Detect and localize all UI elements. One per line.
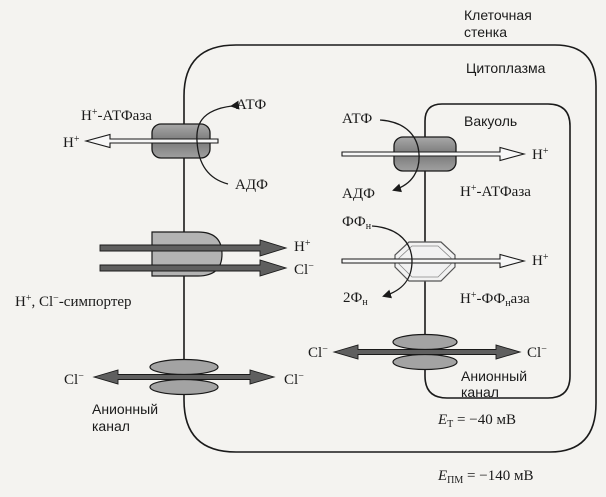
- tp-ppi-hydrolysis-arrow: [371, 225, 413, 299]
- pm-potential-label: EПМ = −140 мВ: [438, 468, 534, 486]
- tp-h-ppase-label: H+-ФФназа: [460, 290, 530, 309]
- tp-pi-symbol: 2Ф: [343, 290, 363, 306]
- ion-cl-charge: −: [322, 344, 328, 355]
- pm-h-atpase-proton-arrow: [83, 133, 219, 149]
- ion-cl-charge: −: [308, 261, 314, 272]
- potential-symbol: E: [438, 468, 448, 484]
- ion-cl-symbol: Cl: [308, 345, 323, 361]
- tp-atp-label: АТФ: [342, 111, 373, 127]
- pm-proton-out-label: H+: [63, 134, 80, 152]
- tp-atp-hydrolysis-arrow: [379, 119, 420, 193]
- tp-adp-label: АДФ: [342, 186, 375, 202]
- tp-h-ppase-name-suf: аза: [510, 291, 530, 307]
- tp-ppi-label: ФФн: [342, 214, 372, 232]
- pm-potential-value: = −140 мВ: [467, 468, 534, 484]
- tp-h-atpase-label: H+-АТФаза: [460, 183, 531, 201]
- tonoplast-potential-value: = −40 мВ: [457, 412, 516, 428]
- ion-h-charge: +: [542, 252, 549, 263]
- tp-proton-ppase-label: H+: [532, 252, 549, 270]
- pm-atp-hydrolysis-arrow: [196, 100, 240, 185]
- pm-symporter-cl-arrow: [99, 259, 288, 277]
- ion-h-symbol: H: [460, 184, 471, 200]
- symporter-h-label: H+: [294, 238, 311, 256]
- pm-cl-out-label: Cl−: [64, 371, 84, 389]
- tp-h-ppase-name-sub: н: [505, 298, 511, 309]
- tp-h-atpase-name: -АТФаза: [476, 184, 531, 200]
- ion-h-charge: +: [304, 238, 311, 249]
- symporter-name-label: H+, Cl−-симпортер: [15, 293, 132, 311]
- ion-cl-symbol: Cl: [527, 345, 542, 361]
- ion-h-charge: +: [25, 293, 32, 304]
- pm-anion-channel-arrow: [92, 369, 276, 385]
- plasma-membrane: [183, 44, 597, 453]
- pm-cl-in-label: Cl−: [284, 371, 304, 389]
- ion-h-charge: +: [470, 183, 477, 194]
- ion-cl-charge: −: [298, 371, 304, 382]
- ion-h-symbol: H: [460, 291, 471, 307]
- ion-cl-charge: −: [541, 344, 547, 355]
- tp-h-ppase-proton-arrow: [341, 253, 527, 269]
- cytoplasm-label: Цитоплазма: [466, 60, 546, 76]
- tp-ppi-symbol: ФФ: [342, 214, 366, 230]
- tonoplast-membrane: [424, 103, 571, 399]
- tp-cl-vac-label: Cl−: [527, 344, 547, 362]
- ion-cl-charge: −: [53, 293, 59, 304]
- ion-h-symbol: H: [15, 294, 26, 310]
- tp-pi-label: 2Фн: [343, 290, 368, 308]
- ion-cl-charge: −: [78, 371, 84, 382]
- ion-cl-symbol: Cl: [284, 372, 299, 388]
- tp-h-ppase-name-pre: -ФФ: [476, 291, 506, 307]
- ion-h-charge: +: [91, 107, 98, 118]
- pm-anion-channel-label: Анионный канал: [92, 401, 159, 434]
- tp-anion-channel-arrow: [332, 344, 522, 360]
- pm-adp-label: АДФ: [235, 177, 268, 193]
- tonoplast-potential-label: EТ = −40 мВ: [438, 412, 516, 430]
- ion-h-symbol: H: [63, 135, 74, 151]
- tp-cl-cyto-label: Cl−: [308, 344, 328, 362]
- ion-h-symbol: H: [81, 108, 92, 124]
- symporter-name-suffix: -симпортер: [58, 294, 132, 310]
- ion-h-charge: +: [73, 134, 80, 145]
- ion-cl-symbol: Cl: [64, 372, 79, 388]
- pm-h-atpase-name: -АТФаза: [97, 108, 152, 124]
- pm-potential-sub: ПМ: [447, 475, 464, 486]
- symporter-name-mid: , Cl: [31, 294, 54, 310]
- ion-h-charge: +: [470, 290, 477, 301]
- ion-h-symbol: H: [294, 239, 305, 255]
- ion-h-symbol: H: [532, 253, 543, 269]
- pm-h-atpase-label: H+-АТФаза: [81, 107, 152, 125]
- tp-proton-in-label: H+: [532, 146, 549, 164]
- tp-anion-channel-label: Анионный канал: [461, 368, 528, 400]
- symporter-cl-label: Cl−: [294, 261, 314, 279]
- tonoplast-potential-sub: Т: [447, 419, 454, 430]
- ion-cl-symbol: Cl: [294, 262, 309, 278]
- potential-symbol: E: [438, 412, 448, 428]
- cell-wall-label: Клеточная стенка: [464, 7, 532, 40]
- ion-h-charge: +: [542, 146, 549, 157]
- vacuole-label: Вакуоль: [464, 113, 518, 129]
- pm-atp-label: АТФ: [236, 97, 267, 113]
- ion-h-symbol: H: [532, 147, 543, 163]
- tp-ppi-sub: н: [365, 221, 372, 232]
- pm-symporter-h-arrow: [99, 239, 288, 257]
- tp-h-atpase-proton-arrow: [341, 146, 527, 162]
- tp-pi-sub: н: [362, 297, 368, 308]
